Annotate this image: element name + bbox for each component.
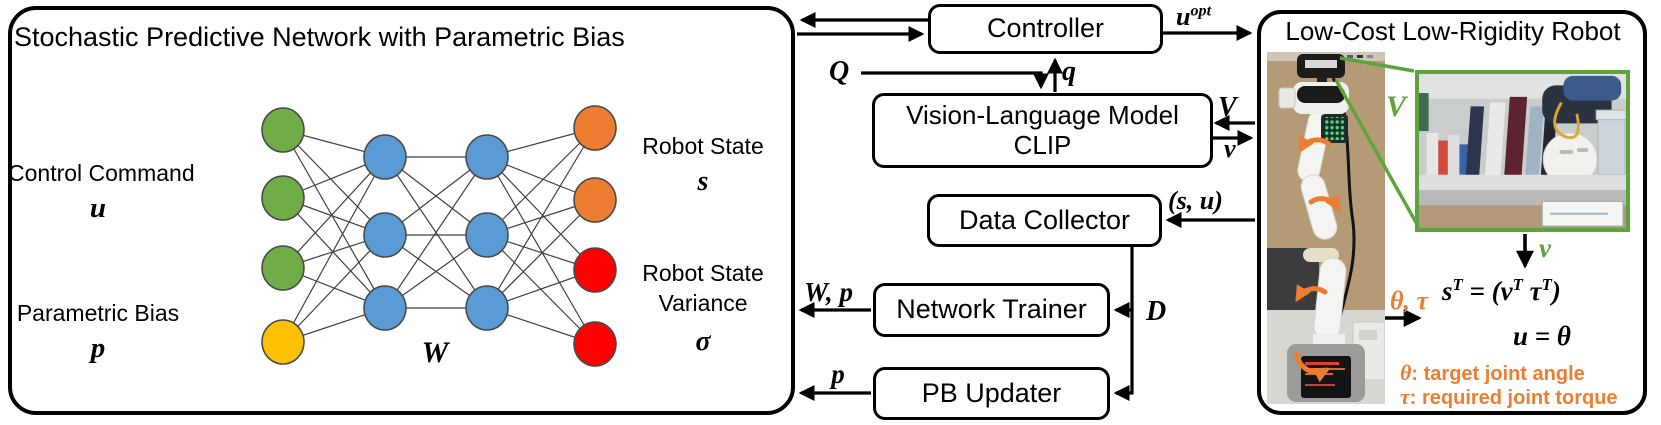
embedding-v-label: v — [1539, 233, 1551, 263]
pb-updater-box: PB Updater — [873, 367, 1110, 420]
w-p-signal-label: W, p — [804, 277, 854, 307]
legend-target-joint-angle: θ: target joint angle — [1400, 360, 1585, 385]
parametric-bias-symbol: p — [90, 332, 106, 364]
right-panel-title: Low-Cost Low-Rigidity Robot — [1285, 16, 1621, 46]
s-u-signal-label: (s, u) — [1168, 186, 1223, 215]
left-panel-title: Stochastic Predictive Network with Param… — [14, 22, 625, 52]
cord — [1553, 101, 1580, 140]
vlm-box: Vision-Language Model CLIP — [872, 93, 1213, 168]
robot-photo — [1267, 52, 1385, 404]
p-signal-label: p — [831, 359, 845, 389]
vlm-label-line2: CLIP — [1013, 129, 1072, 160]
shelf-board — [1419, 174, 1626, 190]
arrow-D-to-pb-updater — [1113, 247, 1134, 401]
shelf-items — [1426, 75, 1626, 187]
u-opt-signal-label: uopt — [1176, 2, 1212, 31]
network-weights-symbol: W — [421, 336, 449, 369]
v-image-signal-label: V — [1218, 92, 1237, 123]
data-collector-box: Data Collector — [927, 194, 1162, 247]
network-trainer-label: Network Trainer — [896, 294, 1087, 325]
controller-label: Controller — [986, 13, 1105, 44]
data-collector-label: Data Collector — [958, 204, 1131, 235]
robot-state-symbol: s — [697, 166, 709, 197]
legend-required-joint-torque: τ: required joint torque — [1400, 384, 1618, 409]
state-equation: sT = (vT τT) — [1442, 275, 1561, 306]
parametric-bias-label: Parametric Bias — [16, 300, 180, 326]
robot-state-variance-label-line2: Variance — [658, 290, 748, 316]
camera-view-inset — [1415, 70, 1630, 232]
robot-state-variance-label-line1: Robot State — [642, 260, 764, 286]
arrow-Q-to-vlm — [861, 71, 1049, 90]
vlm-label-line1: Vision-Language Model — [906, 99, 1179, 130]
control-command-label: Control Command — [8, 160, 195, 186]
camera-image-V-label: V — [1386, 90, 1407, 123]
robot-state-variance-symbol: σ — [695, 326, 711, 357]
v-embed-signal-label: v — [1224, 134, 1236, 163]
q-big-signal-label: Q — [829, 56, 850, 87]
controller-box: Controller — [928, 4, 1163, 54]
theta-tau-label: θ, τ — [1390, 286, 1429, 315]
d-dataset-signal-label: D — [1146, 296, 1167, 327]
robot-state-label: Robot State — [642, 133, 764, 159]
network-trainer-box: Network Trainer — [873, 283, 1110, 337]
command-equation: u = θ — [1513, 321, 1571, 351]
pb-updater-label: PB Updater — [921, 377, 1062, 408]
q-small-signal-label: q — [1062, 56, 1076, 87]
control-command-symbol: u — [89, 192, 107, 224]
